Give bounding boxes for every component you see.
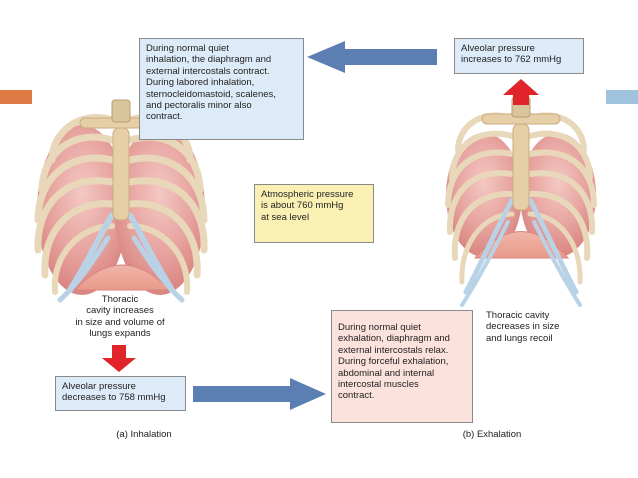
exhalation-muscles-line: During normal quiet: [338, 322, 421, 333]
exhalation-muscles-line: During forceful exhalation,: [338, 356, 449, 368]
inhalation-label: (a) Inhalation: [116, 429, 172, 440]
exhalation-muscles-line: exhalation, diaphragm and: [338, 333, 450, 345]
alveolar-pressure-increase-box: Alveolar pressure increases to 762 mmHg: [454, 38, 584, 74]
inhalation-muscles-line: During labored inhalation,: [146, 77, 255, 89]
arrow-down-red: [102, 345, 136, 372]
thoracic-inhale-line: cavity increases: [86, 305, 154, 317]
alveolar-increase-line: increases to 762 mmHg: [461, 54, 562, 66]
inhalation-muscles-line: sternocleidomastoid, scalenes,: [146, 88, 276, 100]
ribcage-inhalation: [34, 99, 208, 303]
atmospheric-line: at sea level: [261, 211, 310, 223]
atmospheric-line: Atmospheric pressure: [261, 189, 354, 200]
sternum-exhale: [512, 123, 530, 211]
arrow-left-top: [307, 41, 437, 73]
thoracic-exhale-caption: Thoracic cavity decreases in size and lu…: [486, 310, 586, 344]
inhalation-muscles-line: During normal quiet: [146, 43, 229, 54]
alveolar-decrease-line: decreases to 758 mmHg: [62, 392, 166, 404]
arrow-up-red: [503, 79, 539, 105]
inhalation-muscles-line: inhalation, the diaphragm and: [146, 54, 272, 66]
inhalation-muscles-line: contract.: [146, 111, 183, 123]
ribcage-exhalation: [445, 96, 597, 307]
arrow-right-bottom: [193, 378, 326, 410]
sternum-inhale: [112, 127, 130, 221]
alveolar-decrease-line: Alveolar pressure: [62, 381, 136, 392]
spine-top-inhale: [111, 99, 131, 123]
alveolar-pressure-decrease-box: Alveolar pressure decreases to 758 mmHg: [55, 376, 186, 411]
inhalation-muscles-line: and pectoralis minor also: [146, 100, 252, 112]
atmospheric-line: is about 760 mmHg: [261, 200, 344, 212]
thoracic-exhale-line: Thoracic cavity: [486, 310, 550, 321]
thoracic-inhale-line: lungs expands: [89, 328, 151, 340]
thoracic-inhale-line: in size and volume of: [75, 316, 165, 328]
inhalation-muscles-box: During normal quiet inhalation, the diap…: [139, 38, 304, 140]
atmospheric-pressure-box: Atmospheric pressure is about 760 mmHg a…: [254, 184, 374, 243]
exhalation-muscles-line: contract.: [338, 390, 375, 402]
thoracic-exhale-line: decreases in size: [486, 321, 560, 333]
exhalation-muscles-box: During normal quiet exhalation, diaphrag…: [331, 310, 473, 423]
accent-bar-right: [606, 90, 638, 104]
exhalation-muscles-line: abdominal and internal: [338, 367, 435, 379]
inhalation-muscles-line: external intercostals contract.: [146, 65, 270, 77]
thoracic-inhale-line: Thoracic: [101, 294, 139, 305]
thoracic-inhale-caption: Thoracic cavity increases in size and vo…: [64, 294, 176, 340]
alveolar-increase-line: Alveolar pressure: [461, 43, 535, 54]
exhalation-label: (b) Exhalation: [462, 429, 522, 440]
exhalation-muscles-line: intercostal muscles: [338, 379, 419, 391]
exhalation-muscles-line: external intercostals relax.: [338, 344, 449, 356]
thoracic-exhale-line: and lungs recoil: [486, 332, 553, 344]
accent-bar-left: [0, 90, 32, 104]
